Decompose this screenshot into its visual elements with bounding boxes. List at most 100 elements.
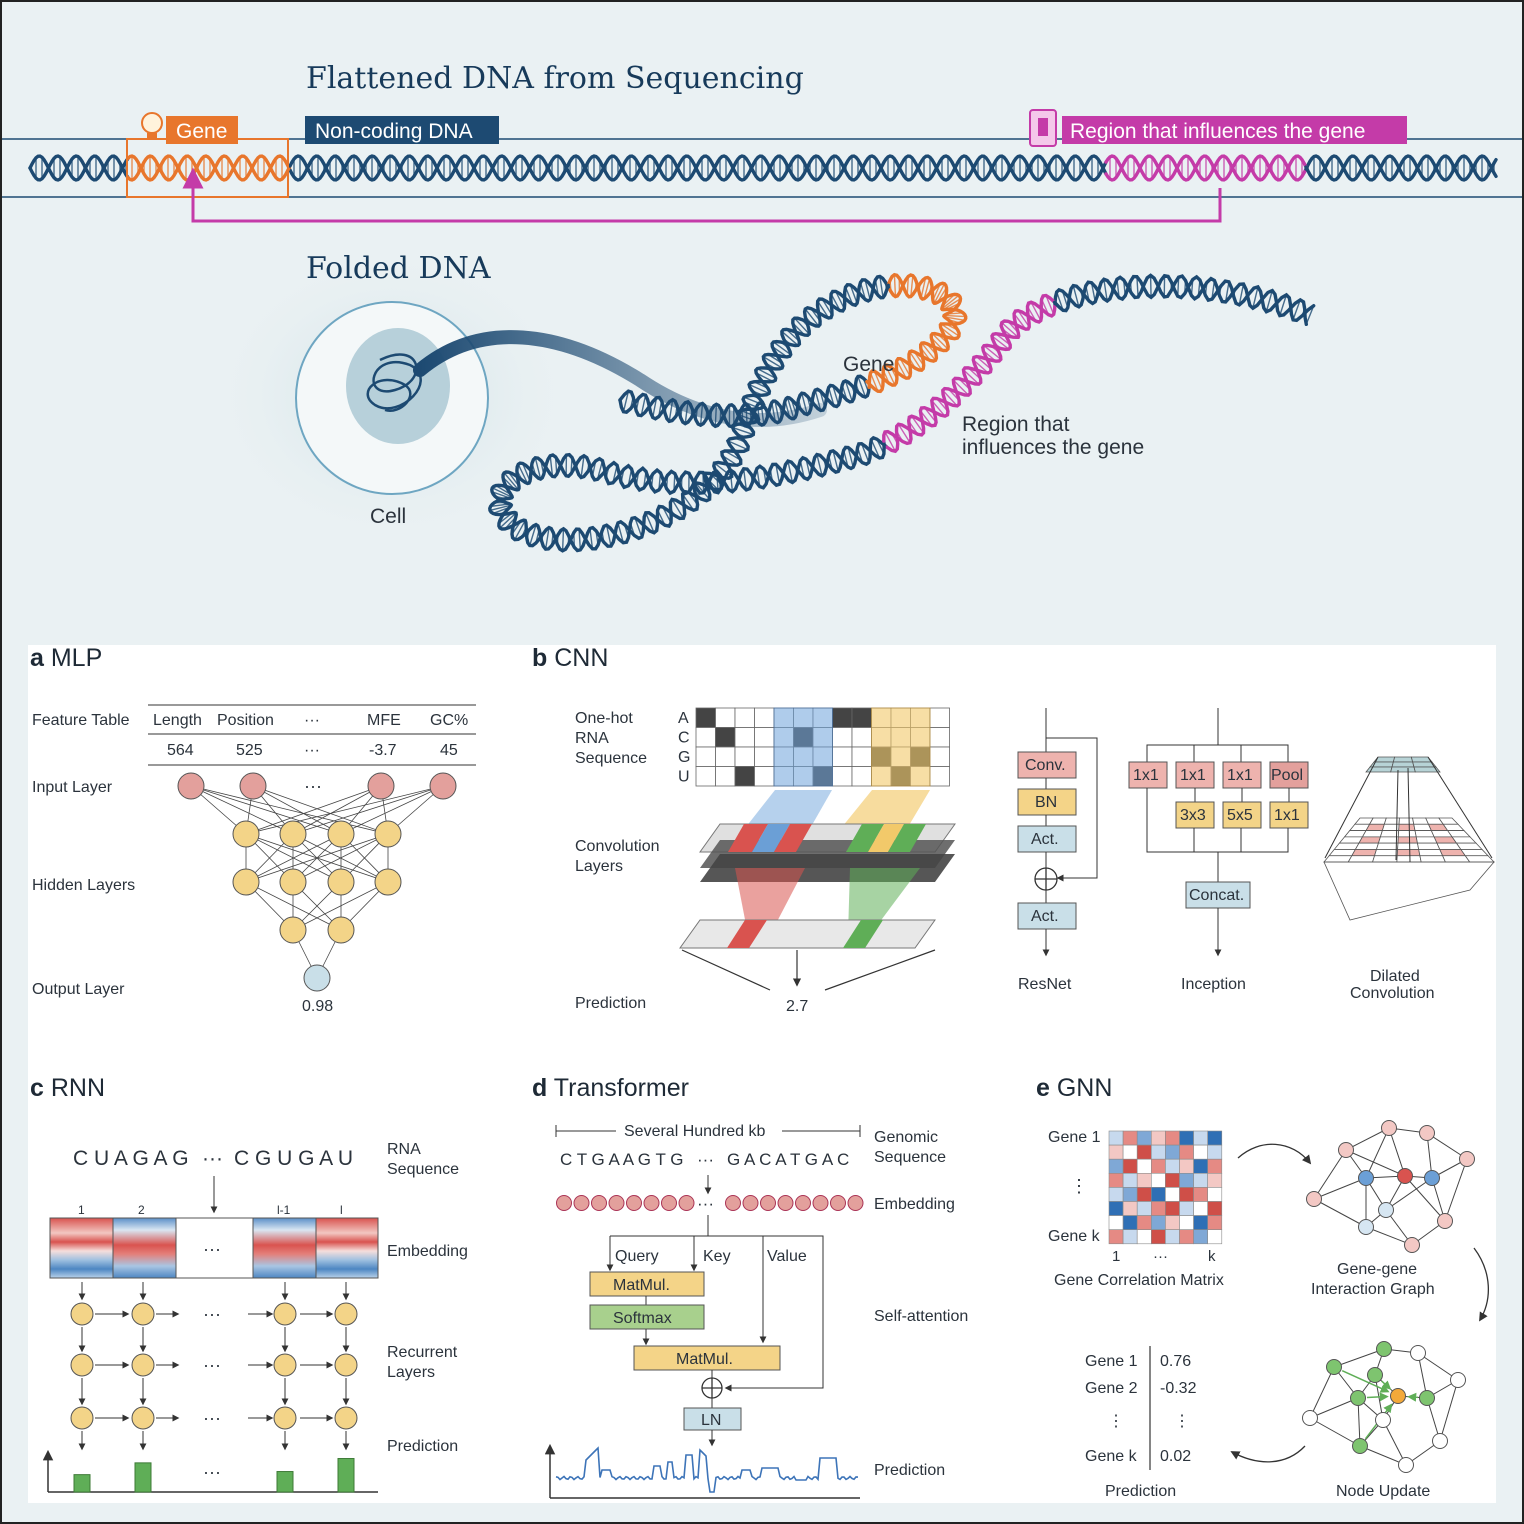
panel-e-letter: e <box>1036 1074 1050 1102</box>
matmul2-box <box>633 1345 781 1371</box>
graph-node <box>1437 1213 1453 1229</box>
dilated-base-depth <box>1323 861 1495 921</box>
onehot-cell <box>832 766 853 787</box>
pos-2: 2 <box>138 1203 145 1217</box>
graph-node <box>1367 1367 1383 1383</box>
onehot-cell <box>695 746 716 767</box>
folded-helix-rung <box>1103 279 1108 302</box>
folded-helix-rung <box>787 460 794 483</box>
corr-cell <box>1151 1130 1166 1146</box>
onehot-cell <box>754 707 775 728</box>
folded-region-label-2: influences the gene <box>962 436 1144 459</box>
mlp-node-layer-1 <box>374 820 402 848</box>
onehot-cell <box>695 707 716 728</box>
resnet-conv-box <box>1017 751 1077 779</box>
mlp-node-layer-2 <box>374 868 402 896</box>
mlp-node-layer-0 <box>367 772 395 800</box>
corr-cell <box>1108 1144 1124 1160</box>
flat-helix-strand <box>126 154 292 182</box>
rnn-cell <box>334 1353 358 1377</box>
corr-cell <box>1122 1215 1138 1230</box>
tf-emb-token <box>847 1195 864 1211</box>
folded-dna-section: Folded DNA Cell Gene Region that influen… <box>207 245 1316 553</box>
corr-cell <box>1179 1215 1194 1230</box>
folded-helix-rung <box>732 426 754 436</box>
folded-helix-rung <box>580 455 585 478</box>
mlp-node-layer-2 <box>232 868 260 896</box>
corr-cell <box>1151 1229 1166 1245</box>
dilated-base-cell <box>1398 823 1416 831</box>
mlp-edge <box>252 785 342 835</box>
rnn-cell <box>273 1353 297 1377</box>
flat-helix-strand <box>288 154 1108 182</box>
corr-cell <box>1151 1187 1166 1202</box>
tf-emb-token <box>760 1195 776 1211</box>
graph-edge <box>1357 1397 1361 1447</box>
tf-seq-right: G A C A T G A C <box>727 1150 849 1169</box>
folded-helix-rung <box>1305 305 1315 325</box>
dilated-base-cell <box>1397 842 1420 850</box>
corr-cell <box>1136 1130 1152 1146</box>
folded-helix-rung <box>640 395 647 416</box>
folded-helix-rung <box>1136 276 1139 298</box>
corr-cell <box>1207 1187 1223 1202</box>
onehot-cell <box>734 707 755 728</box>
pred-value-0: 0.76 <box>1160 1353 1191 1370</box>
corr-cell <box>1207 1229 1223 1245</box>
corr-cell <box>1179 1201 1194 1216</box>
folded-helix-rung <box>884 364 896 386</box>
dilated-base-cell <box>1351 849 1378 857</box>
graph-node <box>1410 1345 1426 1361</box>
genomic-label-2: Sequence <box>874 1149 946 1166</box>
rnn-cell <box>70 1406 94 1430</box>
folded-helix-rung <box>884 431 896 452</box>
panel-e-name: GNN <box>1057 1074 1113 1102</box>
graph-label-2: Interaction Graph <box>1311 1281 1435 1298</box>
flat-helix-strand <box>28 154 130 182</box>
folded-helix-rung <box>832 385 840 405</box>
folded-helix-rung <box>847 447 854 468</box>
corr-cell <box>1136 1229 1152 1245</box>
resnet-act-box <box>1017 825 1077 853</box>
embedding-col-1 <box>49 1217 114 1279</box>
rnn-bar-1 <box>134 1462 152 1493</box>
mlp-node-layer-0 <box>239 772 267 800</box>
inception-mid-label-2: 1x1 <box>1274 807 1300 824</box>
folded-helix-strand <box>1053 273 1309 326</box>
graph-edge <box>1345 1149 1406 1177</box>
folded-helix-rung <box>622 391 630 412</box>
dilated-base-cell <box>1418 849 1444 857</box>
corr-cell <box>1207 1201 1223 1216</box>
folded-helix-rung <box>742 468 748 491</box>
panel-b-name: CNN <box>554 644 608 672</box>
feature-col-header-4: GC% <box>430 712 468 729</box>
folded-helix-rung <box>817 300 830 319</box>
onehot-cell <box>851 766 872 787</box>
flattened-dna-title: Flattened DNA from Sequencing <box>306 61 804 96</box>
output-value: 0.98 <box>302 998 333 1015</box>
mlp-edge <box>190 785 389 835</box>
folded-helix-rung <box>1292 299 1301 321</box>
onehot-cell <box>929 766 950 787</box>
dilated-base-cell <box>1373 849 1399 857</box>
folded-helix-rung <box>952 379 969 396</box>
base-label-C: C <box>678 730 690 747</box>
feature-col-header-2: ··· <box>304 712 320 729</box>
pos-1: 1 <box>78 1203 85 1217</box>
folded-helix-rung <box>517 463 529 484</box>
folded-helix-rung <box>489 504 512 512</box>
rnn-cell <box>131 1302 155 1326</box>
corr-cell <box>1122 1173 1138 1188</box>
corr-cell <box>1122 1201 1138 1216</box>
onehot-cell <box>715 746 736 767</box>
message-arrow <box>1407 1392 1419 1402</box>
inception-top-box-1 <box>1175 761 1215 789</box>
inception-top-label-2: 1x1 <box>1227 767 1253 784</box>
mlp-node-layer-0 <box>429 772 457 800</box>
folded-helix-rung <box>578 529 582 550</box>
folded-helix-rung <box>757 368 777 379</box>
tf-emb-token <box>678 1195 695 1211</box>
folded-helix-rung <box>911 415 925 434</box>
dilated-base-cell <box>1328 849 1357 857</box>
